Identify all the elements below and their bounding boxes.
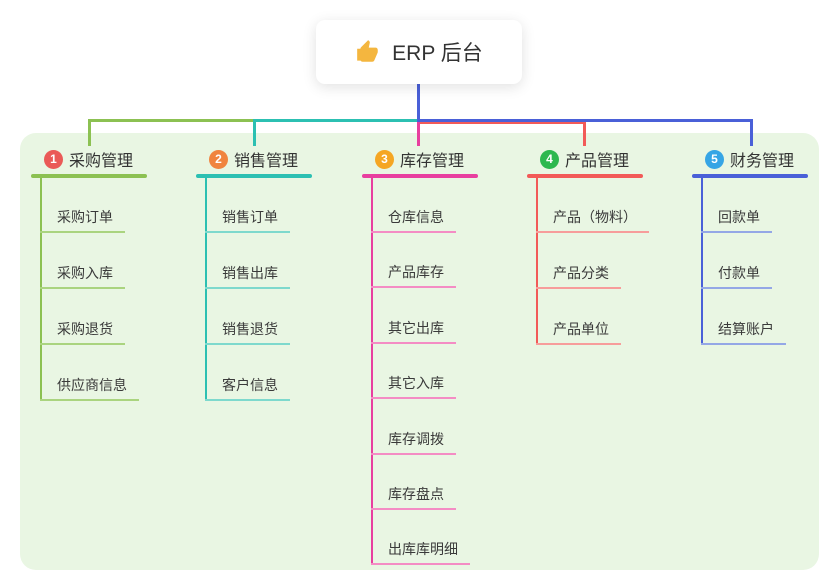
root-node[interactable]: ERP 后台 (316, 20, 522, 84)
branch-number-badge: 3 (375, 149, 394, 169)
branch-number-badge: 5 (705, 149, 724, 169)
connector-line (417, 119, 420, 146)
child-node[interactable]: 其它入库 (371, 373, 456, 399)
connector-line (88, 119, 91, 146)
connector-line (583, 119, 586, 146)
connector-line (88, 119, 254, 122)
mindmap-panel (20, 133, 819, 570)
child-node[interactable]: 出库库明细 (371, 539, 470, 565)
branch-trunk-line (371, 178, 373, 565)
branch-underline (527, 174, 643, 178)
child-node[interactable]: 仓库信息 (371, 207, 456, 233)
child-node[interactable]: 产品分类 (536, 263, 621, 289)
branch-trunk-line (205, 178, 207, 401)
branch-title-label: 销售管理 (234, 153, 299, 170)
child-node[interactable]: 销售退货 (205, 319, 290, 345)
branch-node-5[interactable]: 5 财务管理 (692, 147, 794, 171)
child-node[interactable]: 产品（物料） (536, 207, 649, 233)
branch-number-badge: 2 (209, 149, 228, 169)
branch-node-4[interactable]: 4 产品管理 (527, 147, 629, 171)
branch-node-1[interactable]: 1 采购管理 (31, 147, 133, 171)
child-node[interactable]: 库存调拨 (371, 429, 456, 455)
child-node[interactable]: 销售出库 (205, 263, 290, 289)
child-node[interactable]: 采购订单 (40, 207, 125, 233)
connector-line (417, 84, 420, 120)
branch-trunk-line (40, 178, 42, 401)
root-title: ERP 后台 (392, 42, 483, 65)
child-node[interactable]: 采购退货 (40, 319, 125, 345)
child-node[interactable]: 其它出库 (371, 318, 456, 344)
branch-underline (362, 174, 478, 178)
branch-underline (692, 174, 808, 178)
branch-trunk-line (536, 178, 538, 345)
branch-trunk-line (701, 178, 703, 345)
child-node[interactable]: 产品单位 (536, 319, 621, 345)
branch-node-3[interactable]: 3 库存管理 (362, 147, 464, 171)
branch-number-badge: 1 (44, 149, 63, 169)
child-node[interactable]: 采购入库 (40, 263, 125, 289)
child-node[interactable]: 付款单 (701, 263, 772, 289)
branch-title-label: 财务管理 (730, 153, 795, 170)
child-node[interactable]: 销售订单 (205, 207, 290, 233)
child-node[interactable]: 结算账户 (701, 319, 786, 345)
branch-node-2[interactable]: 2 销售管理 (196, 147, 298, 171)
connector-line (253, 119, 418, 122)
connector-line (253, 119, 256, 146)
connector-line (417, 119, 753, 122)
branch-title-label: 产品管理 (565, 153, 630, 170)
child-node[interactable]: 客户信息 (205, 375, 290, 401)
thumbs-up-icon (357, 40, 378, 62)
connector-line (750, 119, 753, 146)
child-node[interactable]: 供应商信息 (40, 375, 139, 401)
branch-title-label: 采购管理 (69, 153, 134, 170)
branch-underline (196, 174, 312, 178)
child-node[interactable]: 产品库存 (371, 262, 456, 288)
branch-number-badge: 4 (540, 149, 559, 169)
child-node[interactable]: 回款单 (701, 207, 772, 233)
branch-underline (31, 174, 147, 178)
branch-title-label: 库存管理 (400, 153, 465, 170)
child-node[interactable]: 库存盘点 (371, 484, 456, 510)
connector-line (417, 121, 584, 124)
